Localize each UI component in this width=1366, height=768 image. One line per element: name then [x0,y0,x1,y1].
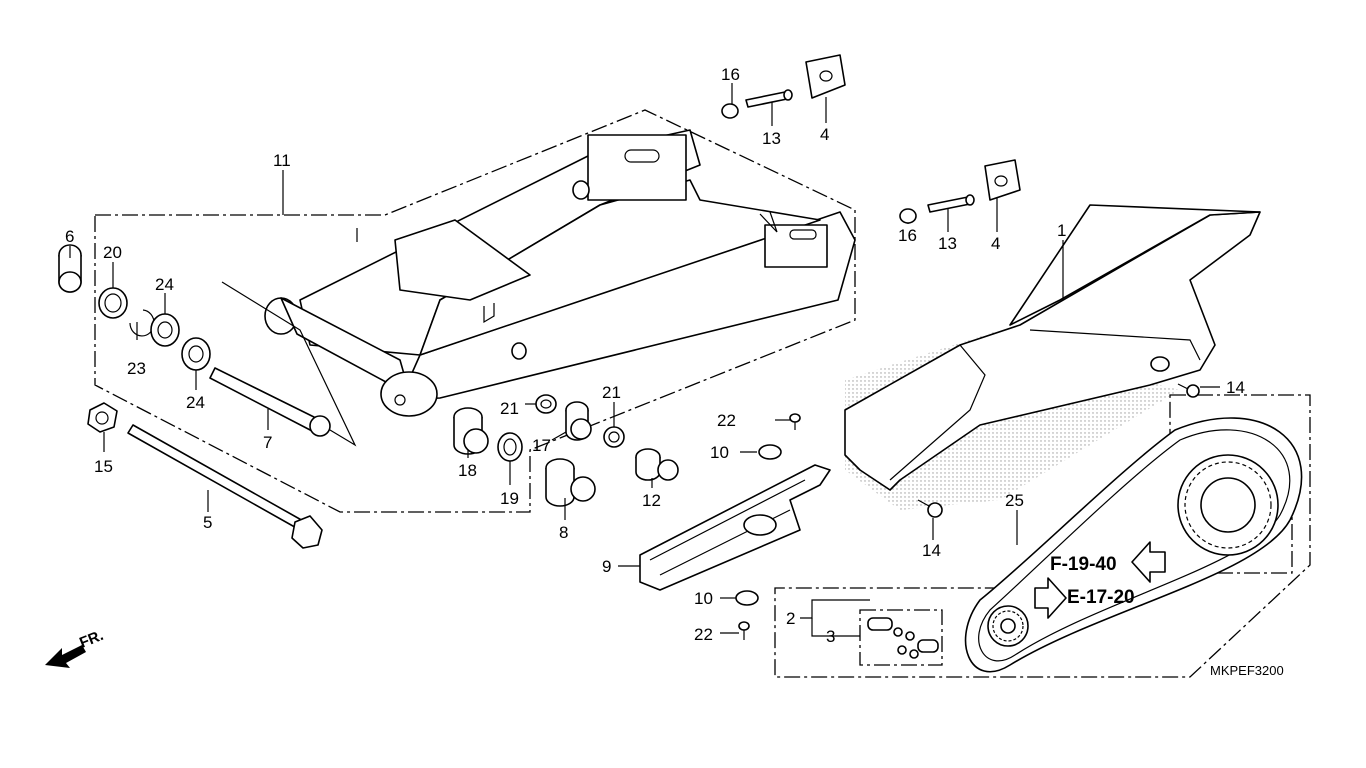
pivot-nut-15 [87,402,118,433]
screw-22-b [738,621,750,640]
ref-arrow-f [1131,541,1166,583]
callout-13-b: 13 [938,234,957,253]
chain-adjuster-4-b [984,159,1021,201]
bolt-14-b [917,499,943,518]
bearing-24-b [181,337,211,371]
circlip-23 [129,309,155,337]
callout-23: 23 [127,359,146,378]
ref-arrow-e [1034,577,1067,619]
collar-17 [565,401,592,441]
swingarm-group-outline [94,109,856,513]
callout-19: 19 [500,489,519,508]
callout-22-b: 22 [694,625,713,644]
callout-11: 11 [273,151,291,170]
callout-18: 18 [458,461,477,480]
callout-labels: 11 6 20 24 23 24 7 15 5 21 21 17 18 19 1… [65,65,1245,646]
callout-10-b: 10 [694,589,713,608]
callout-21-a: 21 [500,399,519,418]
ref-e-label: E-17-20 [1067,587,1135,608]
callout-4-a: 4 [820,125,829,144]
callout-16-b: 16 [898,226,917,245]
collar-12 [635,448,679,481]
nut-16-a [721,103,739,119]
front-arrow-icon [45,645,86,668]
callout-16-a: 16 [721,65,740,84]
front-label: FR. [77,627,106,652]
dust-seal-21-a [535,394,557,414]
chain-slider-9 [639,464,831,591]
callout-14-b: 14 [922,541,941,560]
callout-12: 12 [642,491,661,510]
callout-13-a: 13 [762,129,781,148]
callout-20: 20 [103,243,122,262]
callout-6: 6 [65,227,74,246]
master-link-outline [859,609,943,666]
callout-21-b: 21 [602,383,621,402]
callout-5: 5 [203,513,212,532]
callout-10-a: 10 [710,443,729,462]
callout-9: 9 [602,557,611,576]
nut-16-b [899,208,917,224]
callout-17: 17 [532,436,551,455]
callout-7: 7 [263,433,272,452]
ref-f-label: F-19-40 [1050,554,1117,575]
collar-10-a [758,444,782,460]
callout-24-a: 24 [155,275,174,294]
callout-1: 1 [1057,221,1066,240]
needle-bearing-18 [453,407,489,455]
drive-sprocket [987,605,1029,647]
callout-2: 2 [786,609,795,628]
collar-10-b [735,590,759,606]
master-link-3 [867,617,939,659]
adjuster-bolt-13-b [927,194,975,213]
callout-22-a: 22 [717,411,736,430]
rear-sprocket [1177,454,1279,556]
adjuster-bolt-13-a [745,89,793,108]
chain-cover-1 [844,204,1261,510]
pivot-bolt-5 [127,424,323,549]
diagram-code: MKPEF3200 [1210,663,1284,678]
seal-19 [497,432,523,462]
callout-25: 25 [1005,491,1024,510]
callout-3: 3 [826,627,835,646]
dust-seal-21-b [603,426,625,448]
leader-lines [69,83,1220,637]
dust-seal-6 [58,244,82,293]
callout-4-b: 4 [991,234,1000,253]
pivot-collar-7 [209,367,331,437]
callout-14-a: 14 [1226,378,1245,397]
oil-seal-20 [98,287,128,319]
bolt-14-a [1177,383,1200,398]
chain-adjuster-4-a [805,54,846,99]
bushing-8 [545,458,596,507]
swingarm [264,129,856,417]
screw-22-a [789,413,801,430]
callout-24-b: 24 [186,393,205,412]
callout-8: 8 [559,523,568,542]
callout-15: 15 [94,457,113,476]
bearing-24-a [150,313,180,347]
